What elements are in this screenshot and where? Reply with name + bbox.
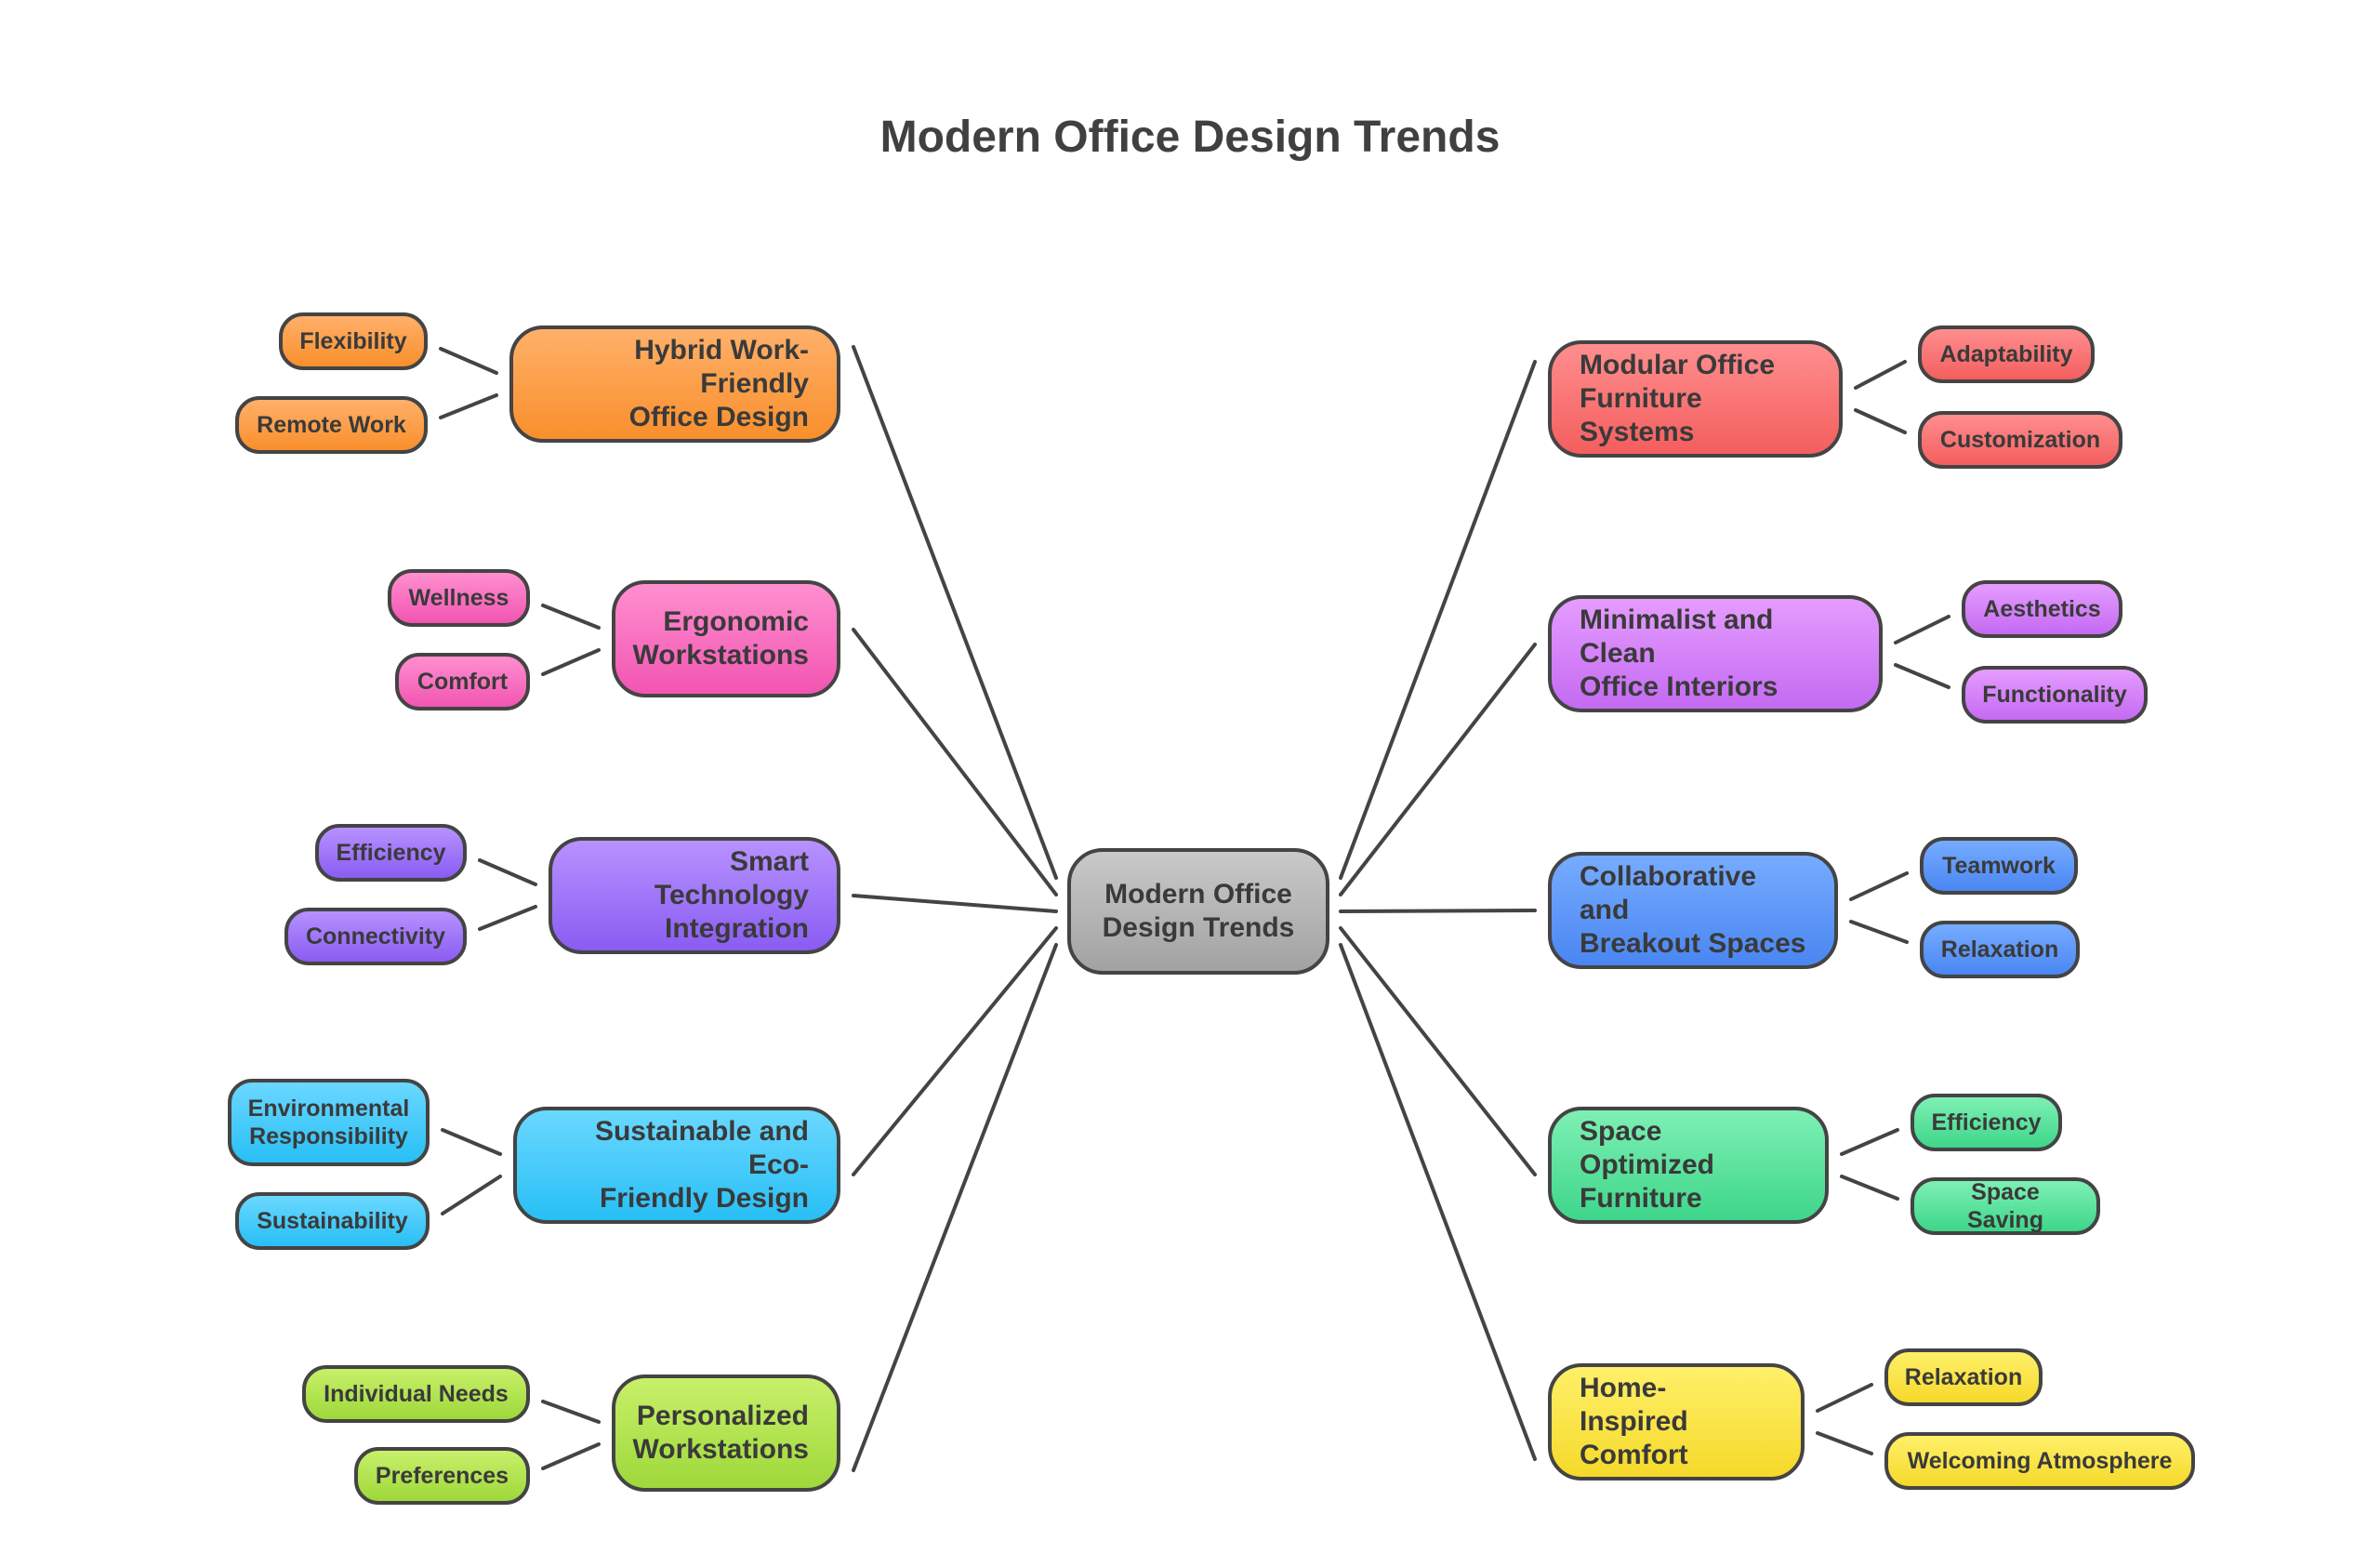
leaf-preferences[interactable]: Preferences <box>354 1447 530 1505</box>
leaf-individual-needs[interactable]: Individual Needs <box>302 1365 530 1423</box>
leaf-welcoming-atmosphere[interactable]: Welcoming Atmosphere <box>1884 1432 2195 1490</box>
leaf-sustainability[interactable]: Sustainability <box>235 1192 430 1250</box>
connector-branch-6-leaf-0 <box>1894 615 1950 644</box>
leaf-efficiency[interactable]: Efficiency <box>315 824 467 882</box>
connector-branch-6-leaf-1 <box>1894 663 1950 689</box>
connector-center-branch-6 <box>1339 643 1537 896</box>
leaf-teamwork[interactable]: Teamwork <box>1920 837 2078 895</box>
leaf-wellness[interactable]: Wellness <box>388 569 530 627</box>
connector-center-branch-7 <box>1339 909 1537 913</box>
connector-branch-4-leaf-1 <box>541 1442 601 1470</box>
leaf-connectivity[interactable]: Connectivity <box>284 908 467 965</box>
connector-center-branch-3 <box>852 926 1058 1176</box>
connector-center-branch-9 <box>1339 943 1537 1461</box>
connector-branch-9-leaf-0 <box>1816 1383 1873 1413</box>
connector-branch-2-leaf-1 <box>478 905 537 931</box>
connector-branch-7-leaf-0 <box>1849 871 1909 901</box>
leaf-remote-work[interactable]: Remote Work <box>235 396 428 454</box>
connector-branch-3-leaf-1 <box>441 1175 502 1215</box>
connector-branch-8-leaf-1 <box>1840 1175 1899 1201</box>
leaf-functionality[interactable]: Functionality <box>1962 666 2148 724</box>
connector-center-branch-4 <box>852 943 1058 1472</box>
diagram-title: Modern Office Design Trends <box>879 113 1501 162</box>
leaf-efficiency[interactable]: Efficiency <box>1911 1094 2062 1151</box>
connector-center-branch-5 <box>1339 360 1537 880</box>
connector-branch-1-leaf-1 <box>541 648 601 676</box>
connector-branch-9-leaf-1 <box>1816 1431 1873 1455</box>
connector-branch-4-leaf-0 <box>541 1400 601 1424</box>
connector-branch-8-leaf-0 <box>1840 1128 1899 1156</box>
leaf-space-saving[interactable]: Space Saving <box>1911 1177 2100 1235</box>
connector-center-branch-1 <box>852 628 1058 896</box>
connector-center-branch-0 <box>852 345 1058 880</box>
connector-branch-0-leaf-0 <box>439 347 498 375</box>
connector-branch-2-leaf-0 <box>478 858 537 886</box>
leaf-customization[interactable]: Customization <box>1918 411 2122 469</box>
connector-center-branch-2 <box>852 894 1058 913</box>
branch-sustainable-and-eco-friendly-design[interactable]: Sustainable and Eco-Friendly Design <box>513 1107 840 1224</box>
leaf-aesthetics[interactable]: Aesthetics <box>1962 580 2122 638</box>
leaf-comfort[interactable]: Comfort <box>395 653 530 710</box>
leaf-relaxation[interactable]: Relaxation <box>1884 1348 2043 1406</box>
leaf-adaptability[interactable]: Adaptability <box>1918 325 2095 383</box>
leaf-flexibility[interactable]: Flexibility <box>279 312 428 370</box>
connector-branch-7-leaf-1 <box>1849 920 1909 944</box>
connector-center-branch-8 <box>1339 926 1537 1176</box>
connector-branch-5-leaf-1 <box>1854 408 1907 434</box>
connector-branch-5-leaf-0 <box>1854 360 1907 390</box>
connector-branch-3-leaf-0 <box>441 1128 502 1156</box>
connector-branch-1-leaf-0 <box>541 604 601 630</box>
leaf-relaxation[interactable]: Relaxation <box>1920 921 2080 978</box>
connector-branch-0-leaf-1 <box>439 393 498 419</box>
